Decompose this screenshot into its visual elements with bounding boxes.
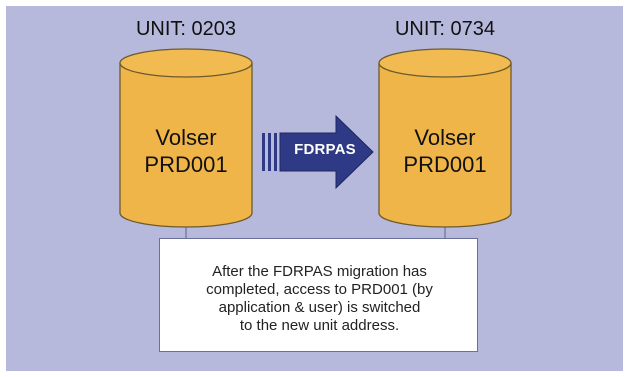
source-cylinder-body: [119, 62, 253, 228]
note-box: After the FDRPAS migration has completed…: [159, 238, 478, 352]
source-volser-label: Volser: [155, 125, 217, 150]
note-text: After the FDRPAS migration has completed…: [170, 263, 469, 335]
target-volser-text: Volser PRD001: [380, 124, 510, 178]
migration-arrow: [262, 114, 374, 190]
source-volume-cylinder: [119, 48, 253, 228]
source-unit-label: UNIT: 0203: [135, 18, 237, 40]
note-line: application & user) is switched: [218, 299, 421, 316]
arrow-tail-bar-3: [274, 133, 277, 171]
note-line: to the new unit address.: [239, 317, 400, 334]
target-volser-label: Volser: [414, 125, 476, 150]
note-line: completed, access to PRD001 (by: [206, 281, 433, 298]
arrow-label: FDRPAS: [294, 141, 356, 158]
note-line: After the FDRPAS migration has: [212, 263, 427, 280]
target-volser-id: PRD001: [403, 152, 487, 177]
source-volser-id: PRD001: [144, 152, 228, 177]
source-cylinder-top: [119, 48, 253, 78]
arrow-shape: [279, 114, 374, 190]
target-unit-label: UNIT: 0734: [394, 18, 496, 40]
target-cylinder-body: [378, 62, 512, 228]
target-cylinder-top: [378, 48, 512, 78]
arrow-tail-bar-2: [268, 133, 271, 171]
target-volume-cylinder: [378, 48, 512, 228]
source-volser-text: Volser PRD001: [121, 124, 251, 178]
arrow-tail-bar-1: [262, 133, 265, 171]
